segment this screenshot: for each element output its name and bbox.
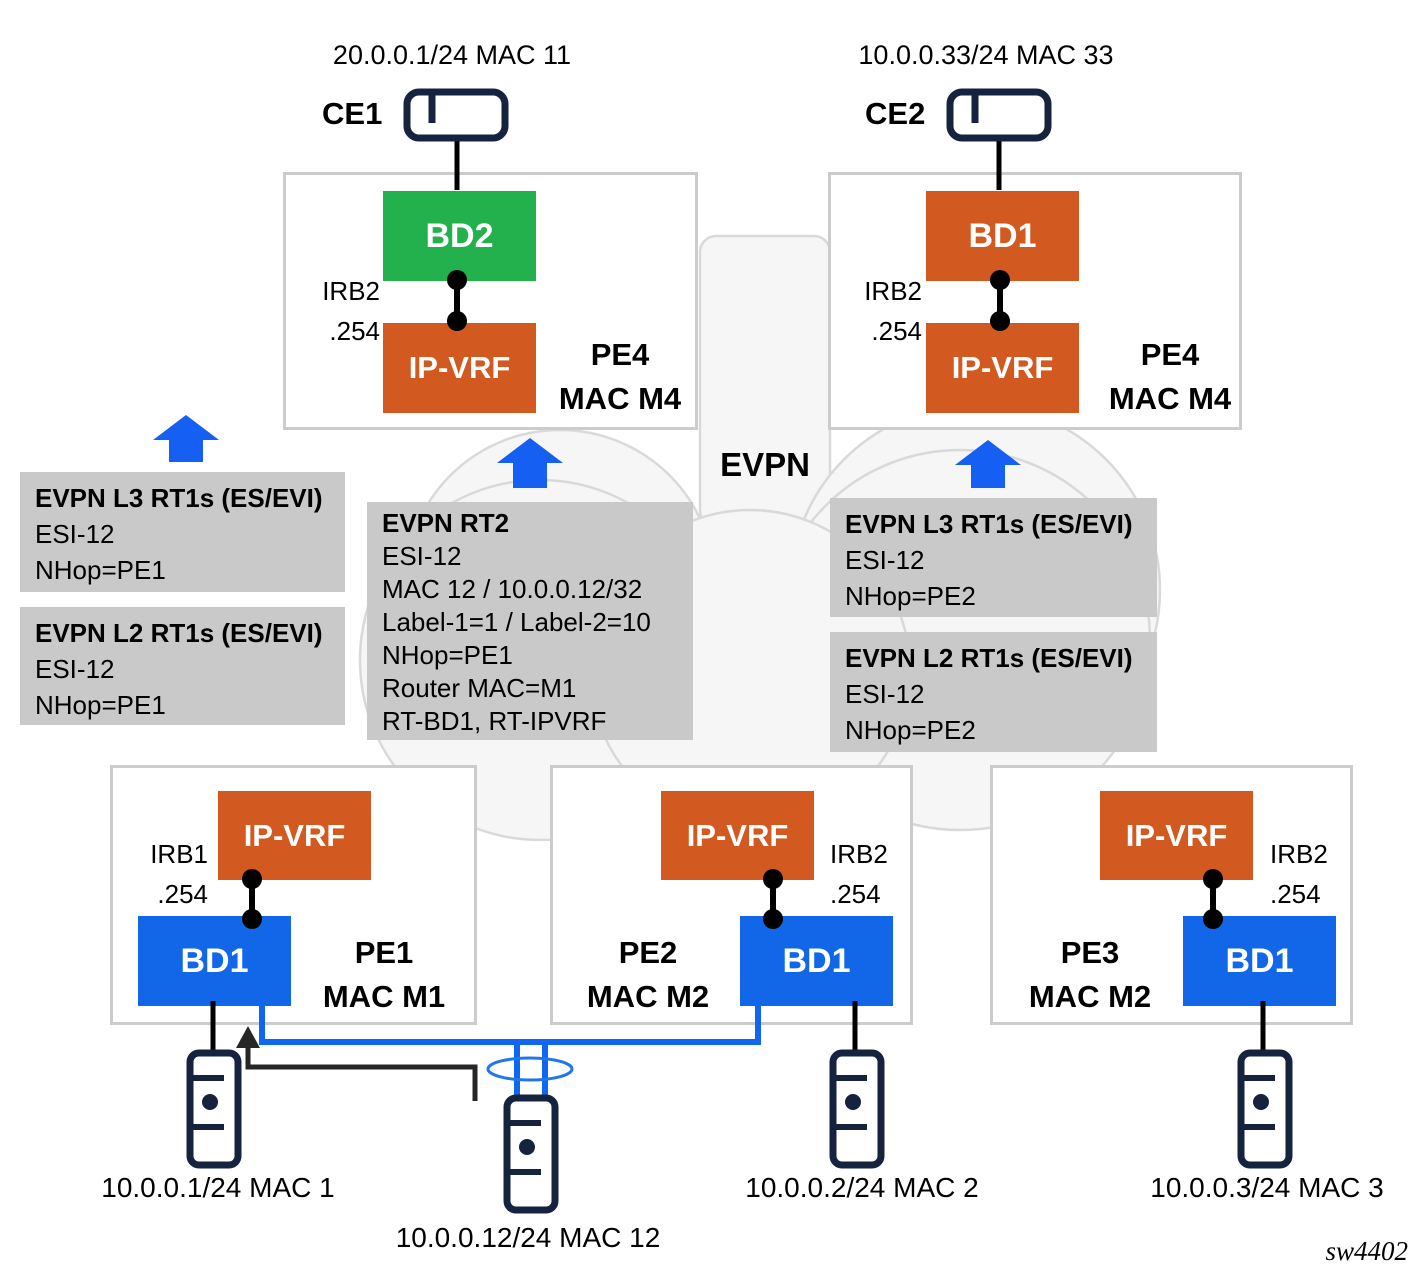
route-line: NHop=PE2 xyxy=(845,715,976,745)
route-line: NHop=PE1 xyxy=(35,555,166,585)
irb-ip: .254 xyxy=(1270,879,1321,909)
host12-icon xyxy=(503,1094,559,1214)
traffic-flow-line xyxy=(245,1038,478,1101)
ip-vrf-box: IP-VRF xyxy=(661,791,814,880)
irb-ip: .254 xyxy=(830,879,881,909)
route-line: NHop=PE2 xyxy=(845,581,976,611)
host12-label: 10.0.0.12/24 MAC 12 xyxy=(395,1222,661,1253)
irb-name: IRB2 xyxy=(830,839,888,869)
pe-name: PE1 MAC M1 xyxy=(298,931,470,1019)
ip-vrf-box: IP-VRF xyxy=(383,323,536,413)
route-box-evpn-l2-rt1s-left: EVPN L2 RT1s (ES/EVI) ESI-12 NHop=PE1 xyxy=(20,607,345,725)
route-line: ESI-12 xyxy=(35,519,115,549)
irb-name: IRB2 xyxy=(322,276,380,306)
ip-vrf-box: IP-VRF xyxy=(218,791,371,880)
route-box-evpn-rt2: EVPN RT2 ESI-12 MAC 12 / 10.0.0.12/32 La… xyxy=(367,502,693,740)
host3-icon xyxy=(1237,1049,1293,1169)
route-box-title: EVPN L2 RT1s (ES/EVI) xyxy=(845,643,1133,673)
ce1-icon xyxy=(403,88,509,142)
up-arrow-icon-left xyxy=(153,415,219,462)
route-box-title: EVPN L3 RT1s (ES/EVI) xyxy=(845,509,1133,539)
bd1-box: BD1 xyxy=(1183,916,1336,1006)
pe-id: PE4 xyxy=(590,337,650,372)
irb-label: IRB2 .254 xyxy=(300,271,380,351)
up-arrow-icon-center xyxy=(497,438,563,488)
route-box-title: EVPN L3 RT1s (ES/EVI) xyxy=(35,483,323,513)
pe4-right-box: BD1 IRB2 .254 IP-VRF PE4 MAC M4 xyxy=(828,172,1242,430)
pe-mac: MAC M4 xyxy=(1108,381,1232,416)
bd2-box: BD2 xyxy=(383,191,536,281)
traffic-flow-arrowhead xyxy=(236,1026,260,1048)
up-arrow-icon-right xyxy=(955,440,1021,488)
pe-id: PE3 xyxy=(1060,935,1120,970)
route-line: ESI-12 xyxy=(845,545,925,575)
route-box-evpn-l3-rt1s-left: EVPN L3 RT1s (ES/EVI) ESI-12 NHop=PE1 xyxy=(20,472,345,592)
pe-id: PE4 xyxy=(1140,337,1200,372)
figure-id: sw4402 xyxy=(1325,1236,1408,1266)
route-line: Label-1=1 / Label-2=10 xyxy=(382,607,651,637)
route-box-title: EVPN L2 RT1s (ES/EVI) xyxy=(35,618,323,648)
irb-name: IRB2 xyxy=(864,276,922,306)
host3-label: 10.0.0.3/24 MAC 3 xyxy=(1150,1172,1384,1203)
pe1-box: IP-VRF IRB1 .254 BD1 PE1 MAC M1 xyxy=(110,765,477,1025)
route-line: NHop=PE1 xyxy=(35,690,166,720)
bd1-box: BD1 xyxy=(138,916,291,1006)
irb-ip: .254 xyxy=(871,316,922,346)
ethernet-segment-ellipse xyxy=(486,1056,574,1082)
route-box-evpn-l2-rt1s-right: EVPN L2 RT1s (ES/EVI) ESI-12 NHop=PE2 xyxy=(830,632,1157,752)
route-line: ESI-12 xyxy=(35,654,115,684)
irb-name: IRB2 xyxy=(1270,839,1328,869)
pe-name: PE2 MAC M2 xyxy=(553,931,743,1019)
pe-name: PE4 MAC M4 xyxy=(1085,333,1255,421)
ce2-name-label: CE2 xyxy=(865,96,926,131)
ce1-name-label: CE1 xyxy=(322,96,383,131)
route-line: ESI-12 xyxy=(845,679,925,709)
irb-ip: .254 xyxy=(157,879,208,909)
host2-label: 10.0.0.2/24 MAC 2 xyxy=(745,1172,979,1203)
pe-name: PE3 MAC M2 xyxy=(995,931,1185,1019)
pe-id: PE2 xyxy=(618,935,678,970)
bd1-box: BD1 xyxy=(926,191,1079,281)
route-line: Router MAC=M1 xyxy=(382,673,577,703)
pe-id: PE1 xyxy=(354,935,414,970)
bd1-box: BD1 xyxy=(740,916,893,1006)
irb-label: IRB2 .254 xyxy=(1270,834,1360,914)
ce2-address-label: 10.0.0.33/24 MAC 33 xyxy=(858,40,1114,70)
ce2-icon xyxy=(946,88,1052,142)
pe-name: PE4 MAC M4 xyxy=(535,333,705,421)
irb-ip: .254 xyxy=(329,316,380,346)
host2-icon xyxy=(829,1049,885,1169)
route-box-evpn-l3-rt1s-right: EVPN L3 RT1s (ES/EVI) ESI-12 NHop=PE2 xyxy=(830,498,1157,617)
irb-label: IRB2 .254 xyxy=(844,271,922,351)
pe-mac: MAC M2 xyxy=(586,979,710,1014)
irb-label: IRB2 .254 xyxy=(830,834,920,914)
pe-mac: MAC M1 xyxy=(322,979,446,1014)
pe4-left-box: BD2 IRB2 .254 IP-VRF PE4 MAC M4 xyxy=(283,172,698,430)
host1-label: 10.0.0.1/24 MAC 1 xyxy=(101,1172,335,1203)
pe-mac: MAC M2 xyxy=(1028,979,1152,1014)
irb-name: IRB1 xyxy=(150,839,208,869)
pe3-box: IP-VRF IRB2 .254 BD1 PE3 MAC M2 xyxy=(990,765,1353,1025)
route-line: MAC 12 / 10.0.0.12/32 xyxy=(382,574,643,604)
route-line: RT-BD1, RT-IPVRF xyxy=(382,706,607,736)
ce1-address-label: 20.0.0.1/24 MAC 11 xyxy=(332,40,572,70)
ip-vrf-box: IP-VRF xyxy=(1100,791,1253,880)
evpn-cloud-label: EVPN xyxy=(720,446,810,483)
route-line: NHop=PE1 xyxy=(382,640,513,670)
pe-mac: MAC M4 xyxy=(558,381,682,416)
route-box-title: EVPN RT2 xyxy=(382,508,510,538)
host1-icon xyxy=(186,1049,242,1169)
route-line: ESI-12 xyxy=(382,541,462,571)
pe2-box: IP-VRF IRB2 .254 BD1 PE2 MAC M2 xyxy=(550,765,913,1025)
irb-label: IRB1 .254 xyxy=(128,834,208,914)
ip-vrf-box: IP-VRF xyxy=(926,323,1079,413)
